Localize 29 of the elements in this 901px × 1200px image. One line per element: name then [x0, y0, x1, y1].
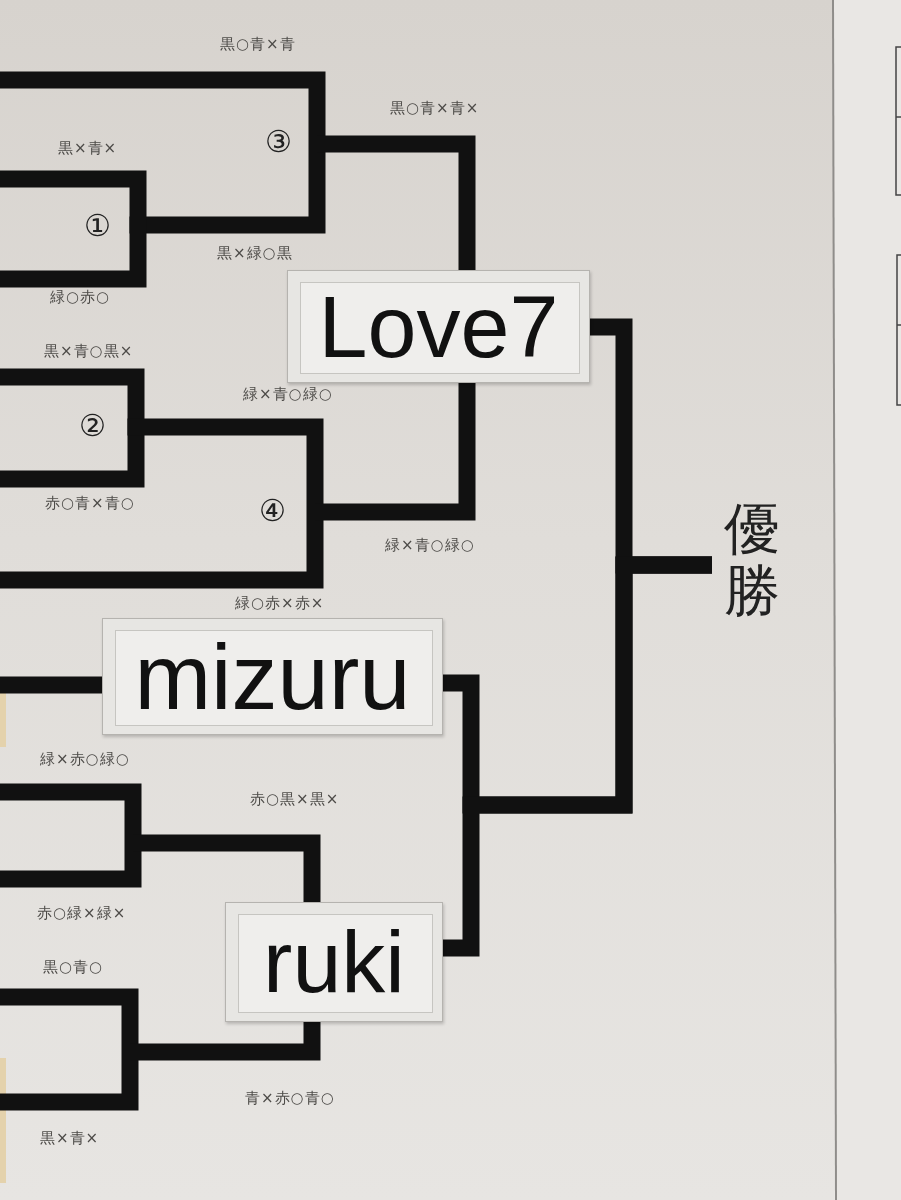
score-note: 黒○青○ — [43, 959, 104, 977]
champion-label: 優勝 — [712, 498, 780, 622]
score-note: 緑○赤○ — [50, 289, 111, 307]
score-note: 赤○緑×緑× — [37, 905, 127, 923]
score-note: 緑○赤×赤× — [235, 595, 325, 613]
bracket-connector — [443, 556, 712, 957]
player-name: ruki — [263, 918, 405, 1006]
score-note: 緑×青○緑○ — [243, 386, 333, 404]
match-number: ① — [84, 211, 111, 241]
score-note: 黒○青×青× — [390, 100, 480, 118]
match-number: ② — [79, 411, 106, 441]
name-card — [102, 618, 443, 735]
score-note: 緑×青○緑○ — [385, 537, 475, 555]
match-number: ③ — [265, 127, 292, 157]
score-note: 赤○青×青○ — [45, 495, 135, 513]
score-note: 黒○青×青 — [220, 36, 296, 54]
match-number: ④ — [259, 496, 286, 526]
name-card — [225, 902, 443, 1022]
score-note: 黒×青× — [40, 1130, 100, 1148]
score-note: 黒×緑○黒 — [217, 245, 293, 263]
name-card — [287, 270, 590, 383]
score-note: 緑×赤○緑○ — [40, 751, 130, 769]
bracket-connector — [0, 676, 102, 694]
score-note: 黒×青○黒× — [44, 343, 134, 361]
score-note: 青×赤○青○ — [245, 1090, 335, 1108]
player-name: Love7 — [318, 282, 559, 371]
player-name: mizuru — [134, 630, 411, 723]
score-note: 黒×青× — [58, 140, 118, 158]
score-note: 赤○黒×黒× — [250, 791, 340, 809]
